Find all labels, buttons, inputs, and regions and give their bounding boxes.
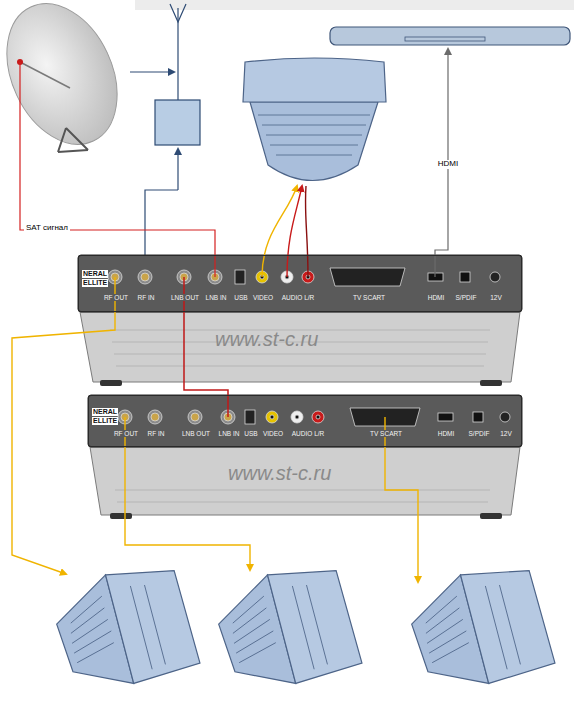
receiver-bottom-part-part xyxy=(500,412,510,422)
port-label: RF IN xyxy=(137,294,156,301)
receiver-top xyxy=(78,255,522,386)
port-label: 12V xyxy=(499,430,513,437)
receiver-bottom-part xyxy=(115,490,490,502)
receiver-top-part-part xyxy=(141,273,149,281)
cables-part xyxy=(385,417,418,582)
satellite-dish xyxy=(0,0,139,162)
flat-tv-part xyxy=(330,27,570,45)
receiver-bottom-part-part xyxy=(245,410,255,424)
cables-part xyxy=(125,417,250,570)
receiver-bottom-part-part xyxy=(473,412,483,422)
receiver-bottom-part-part xyxy=(312,411,324,423)
antenna-part xyxy=(170,4,186,22)
receiver-top-part-part xyxy=(490,272,500,282)
cables-part xyxy=(227,395,229,417)
bottom-tvs-part xyxy=(404,560,556,697)
watermark: www.st-c.ru xyxy=(228,462,331,484)
receiver-bottom-part xyxy=(88,395,522,447)
crt-tv-part xyxy=(243,58,386,102)
cables-part xyxy=(287,186,302,277)
port-label: TV SCART xyxy=(352,294,386,301)
crt-tv-part xyxy=(250,102,378,181)
top-strip xyxy=(135,0,574,10)
brand-sticker: ELLITE xyxy=(92,417,118,425)
flat-tv xyxy=(330,27,570,45)
receiver-top-part xyxy=(108,268,500,286)
receiver-bottom-part-part xyxy=(266,411,278,423)
receiver-bottom-part-part xyxy=(316,415,320,419)
receiver-panel: NERALELLITE RF OUT RF IN LNB OUT LNB IN USB VI… xyxy=(78,255,522,312)
receiver-top-part xyxy=(480,380,502,386)
receiver-bottom-part-part xyxy=(151,413,159,421)
port-label: VIDEO xyxy=(262,430,284,437)
receiver-bottom-part xyxy=(480,513,502,519)
receiver-top-part-part xyxy=(460,272,470,282)
receiver-bottom-part-part xyxy=(291,411,303,423)
bottom-tvs xyxy=(49,560,556,697)
brand-sticker: NERAL xyxy=(92,408,118,416)
brand-sticker: NERAL xyxy=(82,270,108,278)
antenna-part xyxy=(155,100,200,145)
cables-part xyxy=(20,62,215,277)
satellite-dish-part xyxy=(58,128,88,152)
antenna xyxy=(130,4,200,277)
port-label: USB xyxy=(233,294,248,301)
port-label: LNB OUT xyxy=(181,430,211,437)
receiver-bottom-part-part xyxy=(438,413,453,421)
port-label: LNB IN xyxy=(205,294,228,301)
receiver-bottom-part-part xyxy=(148,410,162,424)
signal-label: SAT сигнал xyxy=(24,224,70,233)
cable-label: HDMI xyxy=(436,160,460,169)
port-label: HDMI xyxy=(427,294,446,301)
port-label: S/PDIF xyxy=(468,430,491,437)
receiver-bottom xyxy=(88,395,522,519)
receiver-bottom-part xyxy=(110,513,132,519)
receiver-bottom-part-part xyxy=(191,413,199,421)
loop-cable xyxy=(184,312,228,395)
port-label: USB xyxy=(243,430,258,437)
port-label: RF OUT xyxy=(113,430,139,437)
port-label: TV SCART xyxy=(369,430,403,437)
receiver-top-part-part xyxy=(235,270,245,284)
receiver-bottom-part xyxy=(118,408,510,426)
cables-part xyxy=(305,186,308,277)
receiver-bottom-part-part xyxy=(188,410,202,424)
port-label: RF IN xyxy=(147,430,166,437)
watermark: www.st-c.ru xyxy=(215,328,318,350)
antenna-part xyxy=(177,149,178,190)
receiver-bottom-part-part xyxy=(295,415,299,419)
crt-tv xyxy=(243,58,386,181)
port-label: S/PDIF xyxy=(455,294,478,301)
crt-tv-part xyxy=(258,115,370,155)
satellite-dish-part xyxy=(20,62,70,88)
bottom-tvs-part xyxy=(49,560,201,697)
satellite-dish-part xyxy=(0,0,139,162)
receiver-bottom-part-part xyxy=(270,415,274,419)
port-label: AUDIO L/R xyxy=(291,430,326,437)
bottom-tvs-part xyxy=(211,560,363,697)
receiver-top-part xyxy=(80,312,520,382)
receiver-panel: NERALELLITE RF OUT RF IN LNB OUT LNB INUSB VI… xyxy=(88,395,522,447)
port-label: RF OUT xyxy=(103,294,129,301)
port-label: AUDIO L/R xyxy=(281,294,316,301)
receiver-top-part-part xyxy=(330,268,405,286)
receiver-bottom-part xyxy=(90,447,520,515)
port-label: LNB OUT xyxy=(170,294,200,301)
receiver-top-part xyxy=(100,380,122,386)
receiver-top-part xyxy=(78,255,522,312)
antenna-part xyxy=(130,71,174,72)
port-label: LNB IN xyxy=(218,430,241,437)
cables xyxy=(12,49,448,582)
receiver-top-part-part xyxy=(138,270,152,284)
port-label: HDMI xyxy=(437,430,456,437)
flat-tv-part xyxy=(405,37,485,41)
port-label: VIDEO xyxy=(252,294,274,301)
port-label: 12V xyxy=(489,294,503,301)
brand-sticker: ELLITE xyxy=(82,279,108,287)
cables-part xyxy=(12,277,115,574)
